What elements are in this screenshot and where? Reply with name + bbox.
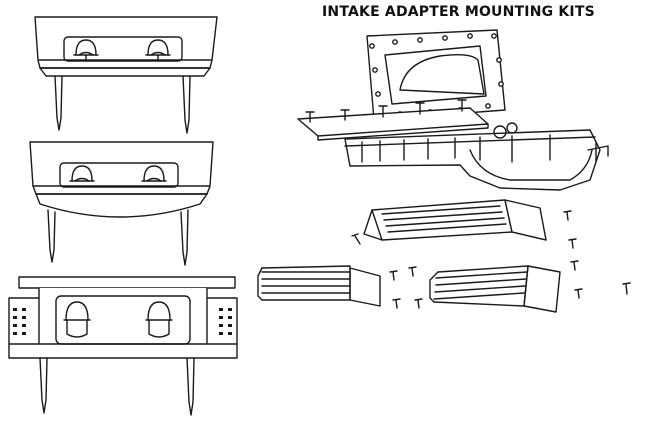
mounting-knob-icon xyxy=(146,302,172,337)
intake-grille-kit-right xyxy=(430,261,630,312)
mounting-leg xyxy=(181,210,188,265)
pan-bolts xyxy=(362,135,596,162)
mounting-leg xyxy=(48,210,55,262)
mounting-knob-icon xyxy=(146,40,170,60)
mounting-knob-icon xyxy=(74,40,98,60)
bolt-holes-right xyxy=(219,308,232,335)
mounting-knob-icon xyxy=(70,166,94,181)
adapter-assembly-2 xyxy=(30,142,213,265)
mounting-bolts xyxy=(306,100,466,122)
mounting-knob-icon xyxy=(142,166,166,181)
curved-base-plate xyxy=(36,194,207,217)
loose-screws xyxy=(352,211,576,248)
adapter-assembly-1 xyxy=(35,17,217,133)
loose-screws xyxy=(390,267,422,308)
mounting-leg xyxy=(183,76,190,133)
intake-adapter-assembly xyxy=(298,30,608,190)
diagram-title: INTAKE ADAPTER MOUNTING KITS xyxy=(322,4,595,20)
mounting-leg xyxy=(187,358,194,415)
intake-grille-bracket xyxy=(352,200,576,248)
mounting-knob-icon xyxy=(64,302,90,337)
intake-grille-kit-left xyxy=(258,266,422,308)
adapter-assembly-3 xyxy=(9,277,237,415)
bolt-holes-left xyxy=(13,308,26,335)
mounting-leg xyxy=(40,358,47,413)
mounting-leg xyxy=(55,76,62,130)
loose-screws xyxy=(571,261,630,298)
adapter-pan xyxy=(345,130,600,190)
